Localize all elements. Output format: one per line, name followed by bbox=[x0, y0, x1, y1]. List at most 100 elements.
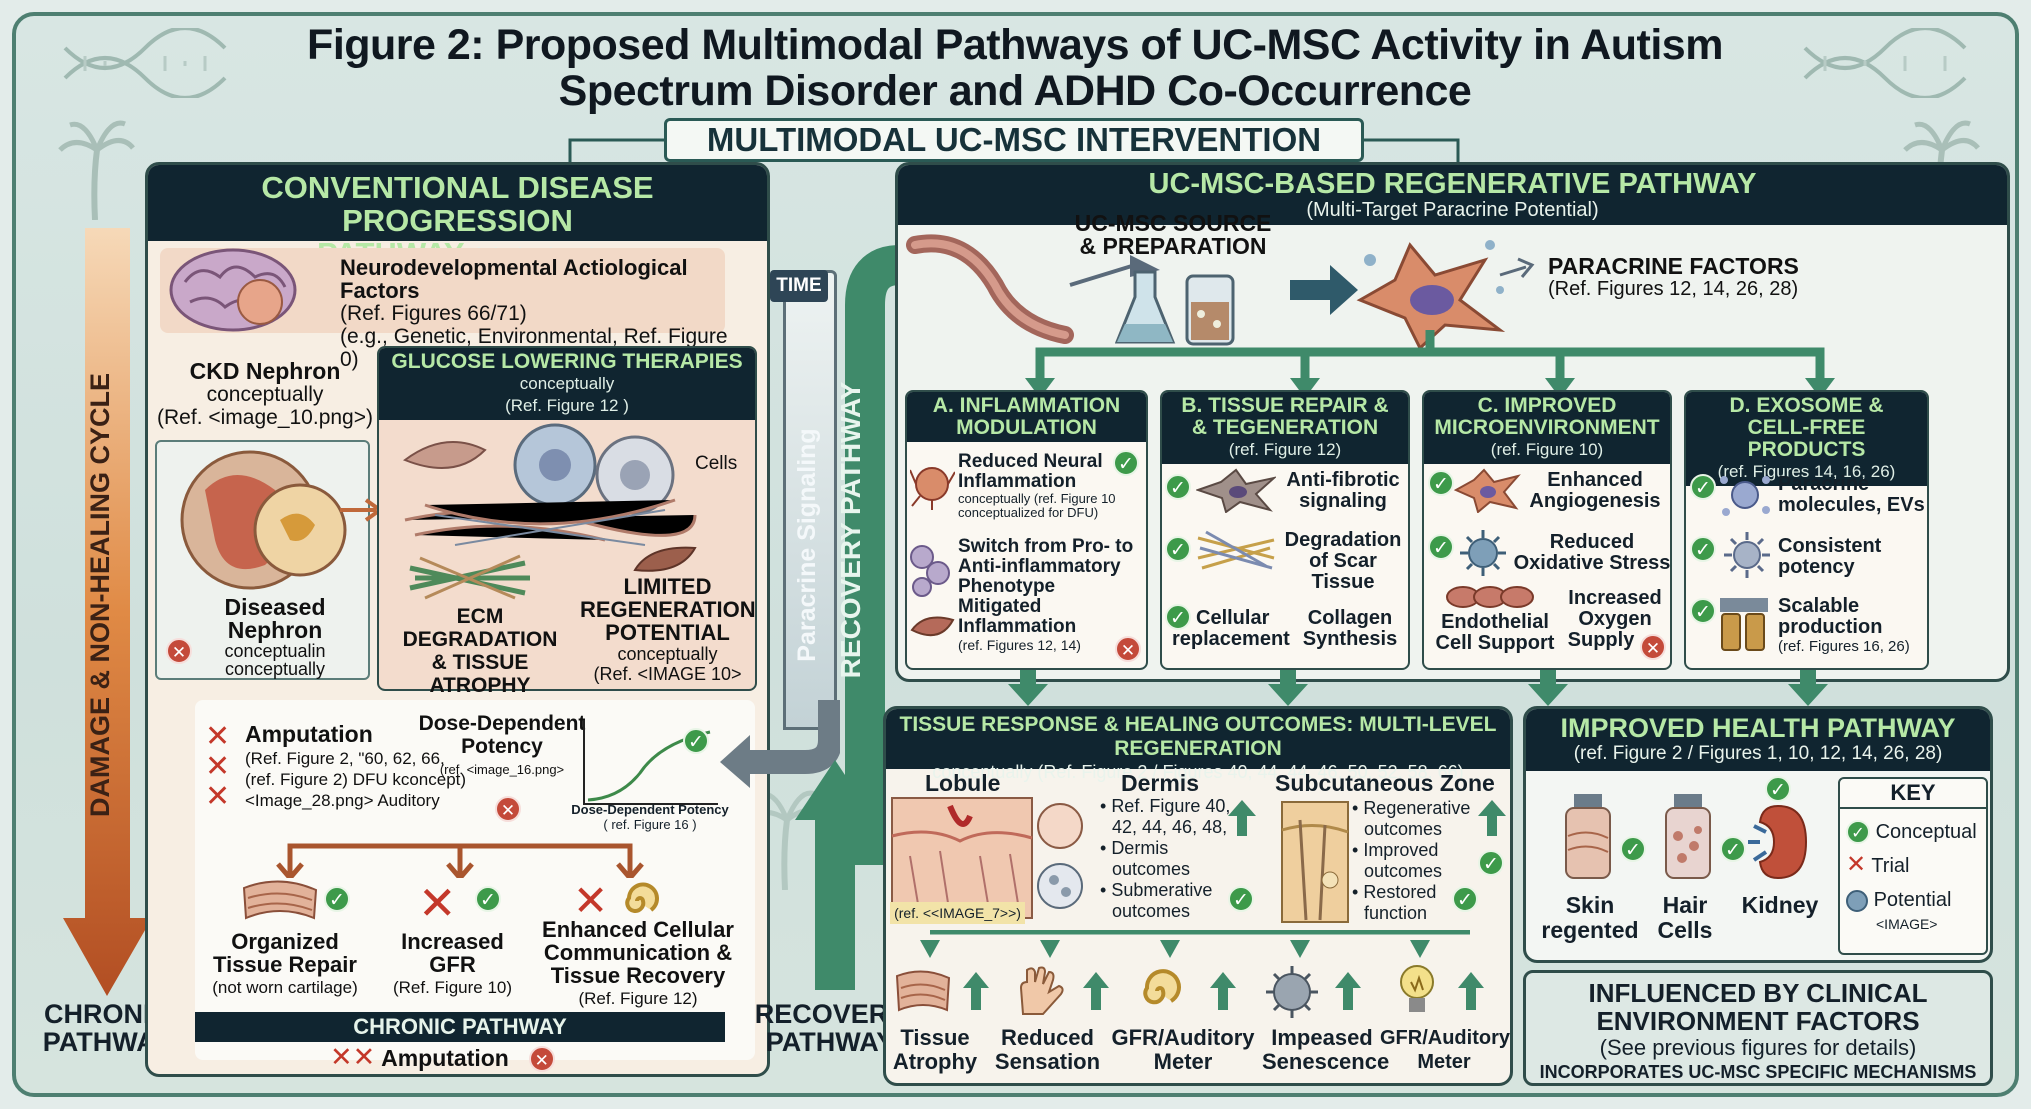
regen-title: UC-MSC-BASED REGENERATIVE PATHWAY bbox=[1148, 168, 1757, 200]
factors-title: Neurodevelopmental Actiological Factors bbox=[340, 255, 688, 303]
outcome-area bbox=[195, 700, 755, 1060]
dermis-item-text: Dermis bbox=[1111, 838, 1169, 858]
chronic-amputation: Amputation bbox=[381, 1045, 509, 1071]
up-arrow-icon bbox=[1083, 972, 1109, 1010]
c-item-2-title-2: Oxidative Stress bbox=[1513, 552, 1671, 574]
ecm-title-2: & TISSUE ATROPHY bbox=[429, 651, 531, 697]
ecm-fibers-icon bbox=[409, 554, 530, 600]
tissue-title: TISSUE RESPONSE & HEALING OUTCOMES: MULT… bbox=[899, 713, 1497, 760]
out2-sub: (Ref. Figure 10) bbox=[392, 978, 513, 997]
bottom-outcome-3: GFR/Auditory Meter bbox=[1108, 1026, 1258, 1074]
kidney-label: Kidney bbox=[1741, 892, 1819, 918]
d-item-3: Scalable production (ref. Figures 16, 26… bbox=[1778, 596, 1928, 656]
recovery-arrow-up bbox=[795, 760, 875, 990]
key-image: <IMAGE> bbox=[1876, 916, 1938, 932]
cross-icon: ✕ bbox=[495, 796, 521, 822]
column-b-tissue-repair: B. TISSUE REPAIR & & TEGENERATION (ref. … bbox=[1160, 390, 1410, 670]
diseased-nephron-text: Diseased Nephron conceptualin conceptual… bbox=[190, 596, 360, 679]
cross-icon: ✕ bbox=[1640, 634, 1666, 660]
b-item-3: Cellular replacement bbox=[1172, 608, 1290, 650]
check-icon: ✓ bbox=[1478, 850, 1504, 876]
lightbulb-icon bbox=[1400, 965, 1434, 1012]
chronic-pathway-bar: CHRONIC PATHWAY bbox=[195, 1012, 725, 1042]
b-item-4: Collagen Synthesis bbox=[1290, 608, 1410, 650]
check-icon: ✓ bbox=[1690, 474, 1716, 500]
paracrine-signaling-label: Paracrine Signaling bbox=[793, 428, 821, 662]
factors-text: Neurodevelopmental Actiological Factors … bbox=[340, 256, 730, 371]
angiogenesis-cell-icon bbox=[1453, 468, 1521, 513]
bottom-outcome-2-line2: Sensation bbox=[994, 1049, 1101, 1074]
paracrine-title: PARACRINE FACTORS bbox=[1548, 253, 1799, 279]
glt-sub: conceptually bbox=[519, 374, 615, 393]
out3-title: Enhanced Cellular bbox=[542, 917, 734, 942]
column-a-header: A. INFLAMMATION MODULATION bbox=[907, 392, 1146, 442]
limited-regeneration-text: LIMITED REGENERATION POTENTIAL conceptua… bbox=[580, 574, 756, 684]
cells-label: Cells bbox=[695, 453, 738, 474]
ckd-ref: (Ref. <image_10.png>) bbox=[157, 406, 373, 429]
source-title: UC-MSC SOURCE bbox=[1074, 210, 1272, 236]
influenced-line-1: INFLUENCED BY CLINICAL bbox=[1588, 978, 1928, 1008]
check-icon: ✓ bbox=[1113, 450, 1139, 476]
a-item-3-title: Mitigated bbox=[958, 596, 1042, 617]
conventional-header: CONVENTIONAL DISEASE PROGRESSION PATHWAY… bbox=[148, 165, 767, 270]
c-item-4: Increased Oxygen Supply bbox=[1560, 588, 1670, 651]
cochlea-icon bbox=[625, 882, 659, 913]
paracrine-signaling-column bbox=[783, 270, 837, 730]
b-item-4-title-2: Synthesis bbox=[1302, 628, 1398, 650]
dermis-item: • Submerative bbox=[1100, 880, 1213, 900]
c-title: C. IMPROVED bbox=[1477, 394, 1617, 417]
influenced-line-3: (See previous figures for details) bbox=[1599, 1035, 1917, 1060]
column-c-microenvironment: C. IMPROVED MICROENVIRONMENT (ref. Figur… bbox=[1422, 390, 1672, 670]
b-item-4-title: Collagen bbox=[1307, 607, 1393, 629]
out3-title-2: Communication & bbox=[543, 940, 733, 965]
hand-icon bbox=[1019, 966, 1064, 1015]
hair-label-1: Hair bbox=[1662, 892, 1708, 918]
subq-item: • Improved bbox=[1352, 840, 1439, 860]
dose-title-2: Potency bbox=[461, 735, 543, 758]
up-arrow-icon bbox=[1228, 800, 1256, 836]
check-icon: ✓ bbox=[324, 886, 350, 912]
check-icon: ✓ bbox=[1620, 836, 1646, 862]
lobule-illustration bbox=[891, 797, 1083, 919]
b-item-3-title-2: replacement bbox=[1172, 628, 1290, 650]
fibroblast-icon bbox=[1196, 468, 1276, 513]
bottom-outcome-5: GFR/Auditory Meter bbox=[1380, 1026, 1510, 1074]
tissue-subtitle: conceptually (Ref. Figure 2 / Figures 40… bbox=[932, 762, 1464, 782]
source-title-2: & PREPARATION bbox=[1079, 233, 1267, 259]
c-item-3-title: Endothelial bbox=[1441, 611, 1549, 633]
msc-cell-icon bbox=[1356, 240, 1506, 350]
check-icon: ✓ bbox=[1428, 534, 1454, 560]
dermis-item-text: outcomes bbox=[1112, 901, 1191, 921]
regenerative-header: UC-MSC-BASED REGENERATIVE PATHWAY (Multi… bbox=[898, 165, 2007, 225]
bottom-outcome-1: Tissue Atrophy bbox=[885, 1026, 985, 1074]
health-subtitle: (ref. Figure 2 / Figures 1, 10, 12, 14, … bbox=[1573, 743, 1943, 764]
hair-label-2: Cells bbox=[1657, 917, 1713, 943]
dose-caption-title: Dose-Dependent Potency bbox=[571, 802, 729, 817]
d-ref: (ref. Figures 14, 16, 26) bbox=[1717, 462, 1896, 481]
cross-icon: ✕ bbox=[528, 1046, 555, 1072]
bottom-outcome-3-line2: Meter bbox=[1153, 1049, 1213, 1074]
skin-label-1: Skin bbox=[1565, 892, 1615, 918]
bottom-outcome-5-line1: GFR/Auditory bbox=[1380, 1027, 1510, 1049]
d-title-2: CELL-FREE PRODUCTS bbox=[1747, 416, 1866, 461]
d-item-3-title: Scalable bbox=[1778, 595, 1860, 617]
glt-ref: (Ref. Figure 12 ) bbox=[505, 396, 629, 415]
factors-example: (e.g., Genetic, Environmental, Ref. Figu… bbox=[340, 325, 728, 371]
chronic-amputation-row: ✕✕ Amputation ✕ bbox=[330, 1042, 555, 1072]
subq-item-text: function bbox=[1364, 903, 1428, 923]
c-item-2-title: Reduced bbox=[1549, 531, 1635, 553]
senescence-cell-icon bbox=[1266, 966, 1318, 1018]
check-icon: ✓ bbox=[1690, 598, 1716, 624]
b-ref: (ref. Figure 12) bbox=[1228, 440, 1342, 459]
exosome-icon bbox=[1720, 476, 1770, 516]
check-icon: ✓ bbox=[1165, 474, 1191, 500]
limited-title: LIMITED bbox=[623, 574, 712, 599]
up-arrow-icon bbox=[1478, 800, 1506, 836]
dermis-list: • Ref. Figure 40, 42, 44, 46, 48, • Derm… bbox=[1100, 796, 1240, 922]
conventional-title: CONVENTIONAL DISEASE PROGRESSION bbox=[261, 170, 654, 238]
virus-like-icon bbox=[1460, 530, 1506, 576]
dna-right-icon bbox=[1803, 28, 1967, 98]
subq-item-text: Improved bbox=[1363, 840, 1439, 860]
skin-label: Skin regented bbox=[1540, 893, 1640, 943]
source-text: UC-MSC SOURCE & PREPARATION bbox=[1068, 212, 1278, 258]
